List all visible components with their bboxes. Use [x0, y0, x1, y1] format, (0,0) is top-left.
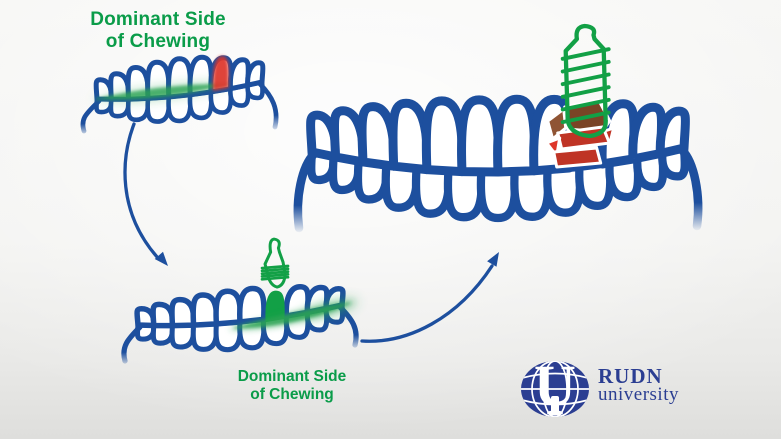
- label-line: Dominant Side: [90, 9, 226, 30]
- label-dominant-side-bottom: Dominant Side of Chewing: [228, 368, 356, 405]
- curved-arrow-down-icon: [123, 122, 168, 266]
- label-line: of Chewing: [250, 386, 334, 404]
- logo-word: university: [598, 384, 679, 405]
- stage3-shattered-tooth-and-implant: [545, 23, 616, 169]
- rudn-university-logo: U RUDN university: [520, 354, 740, 424]
- stage1-damaged-tooth-and-chewing-swoosh: [93, 56, 231, 102]
- curved-arrow-up-icon: [360, 252, 499, 343]
- stage3-teeth-illustration: [293, 94, 703, 233]
- logo-acronym: RUDN: [598, 364, 663, 388]
- stage2-teeth-illustration: [121, 284, 359, 364]
- label-line: Dominant Side: [237, 368, 347, 385]
- label-dominant-side-top: Dominant Side of Chewing: [72, 9, 244, 54]
- globe-with-letter-u-icon: U: [521, 356, 589, 418]
- stage2-implant-and-chewing-swoosh: [229, 237, 359, 330]
- label-line: of Chewing: [105, 31, 211, 53]
